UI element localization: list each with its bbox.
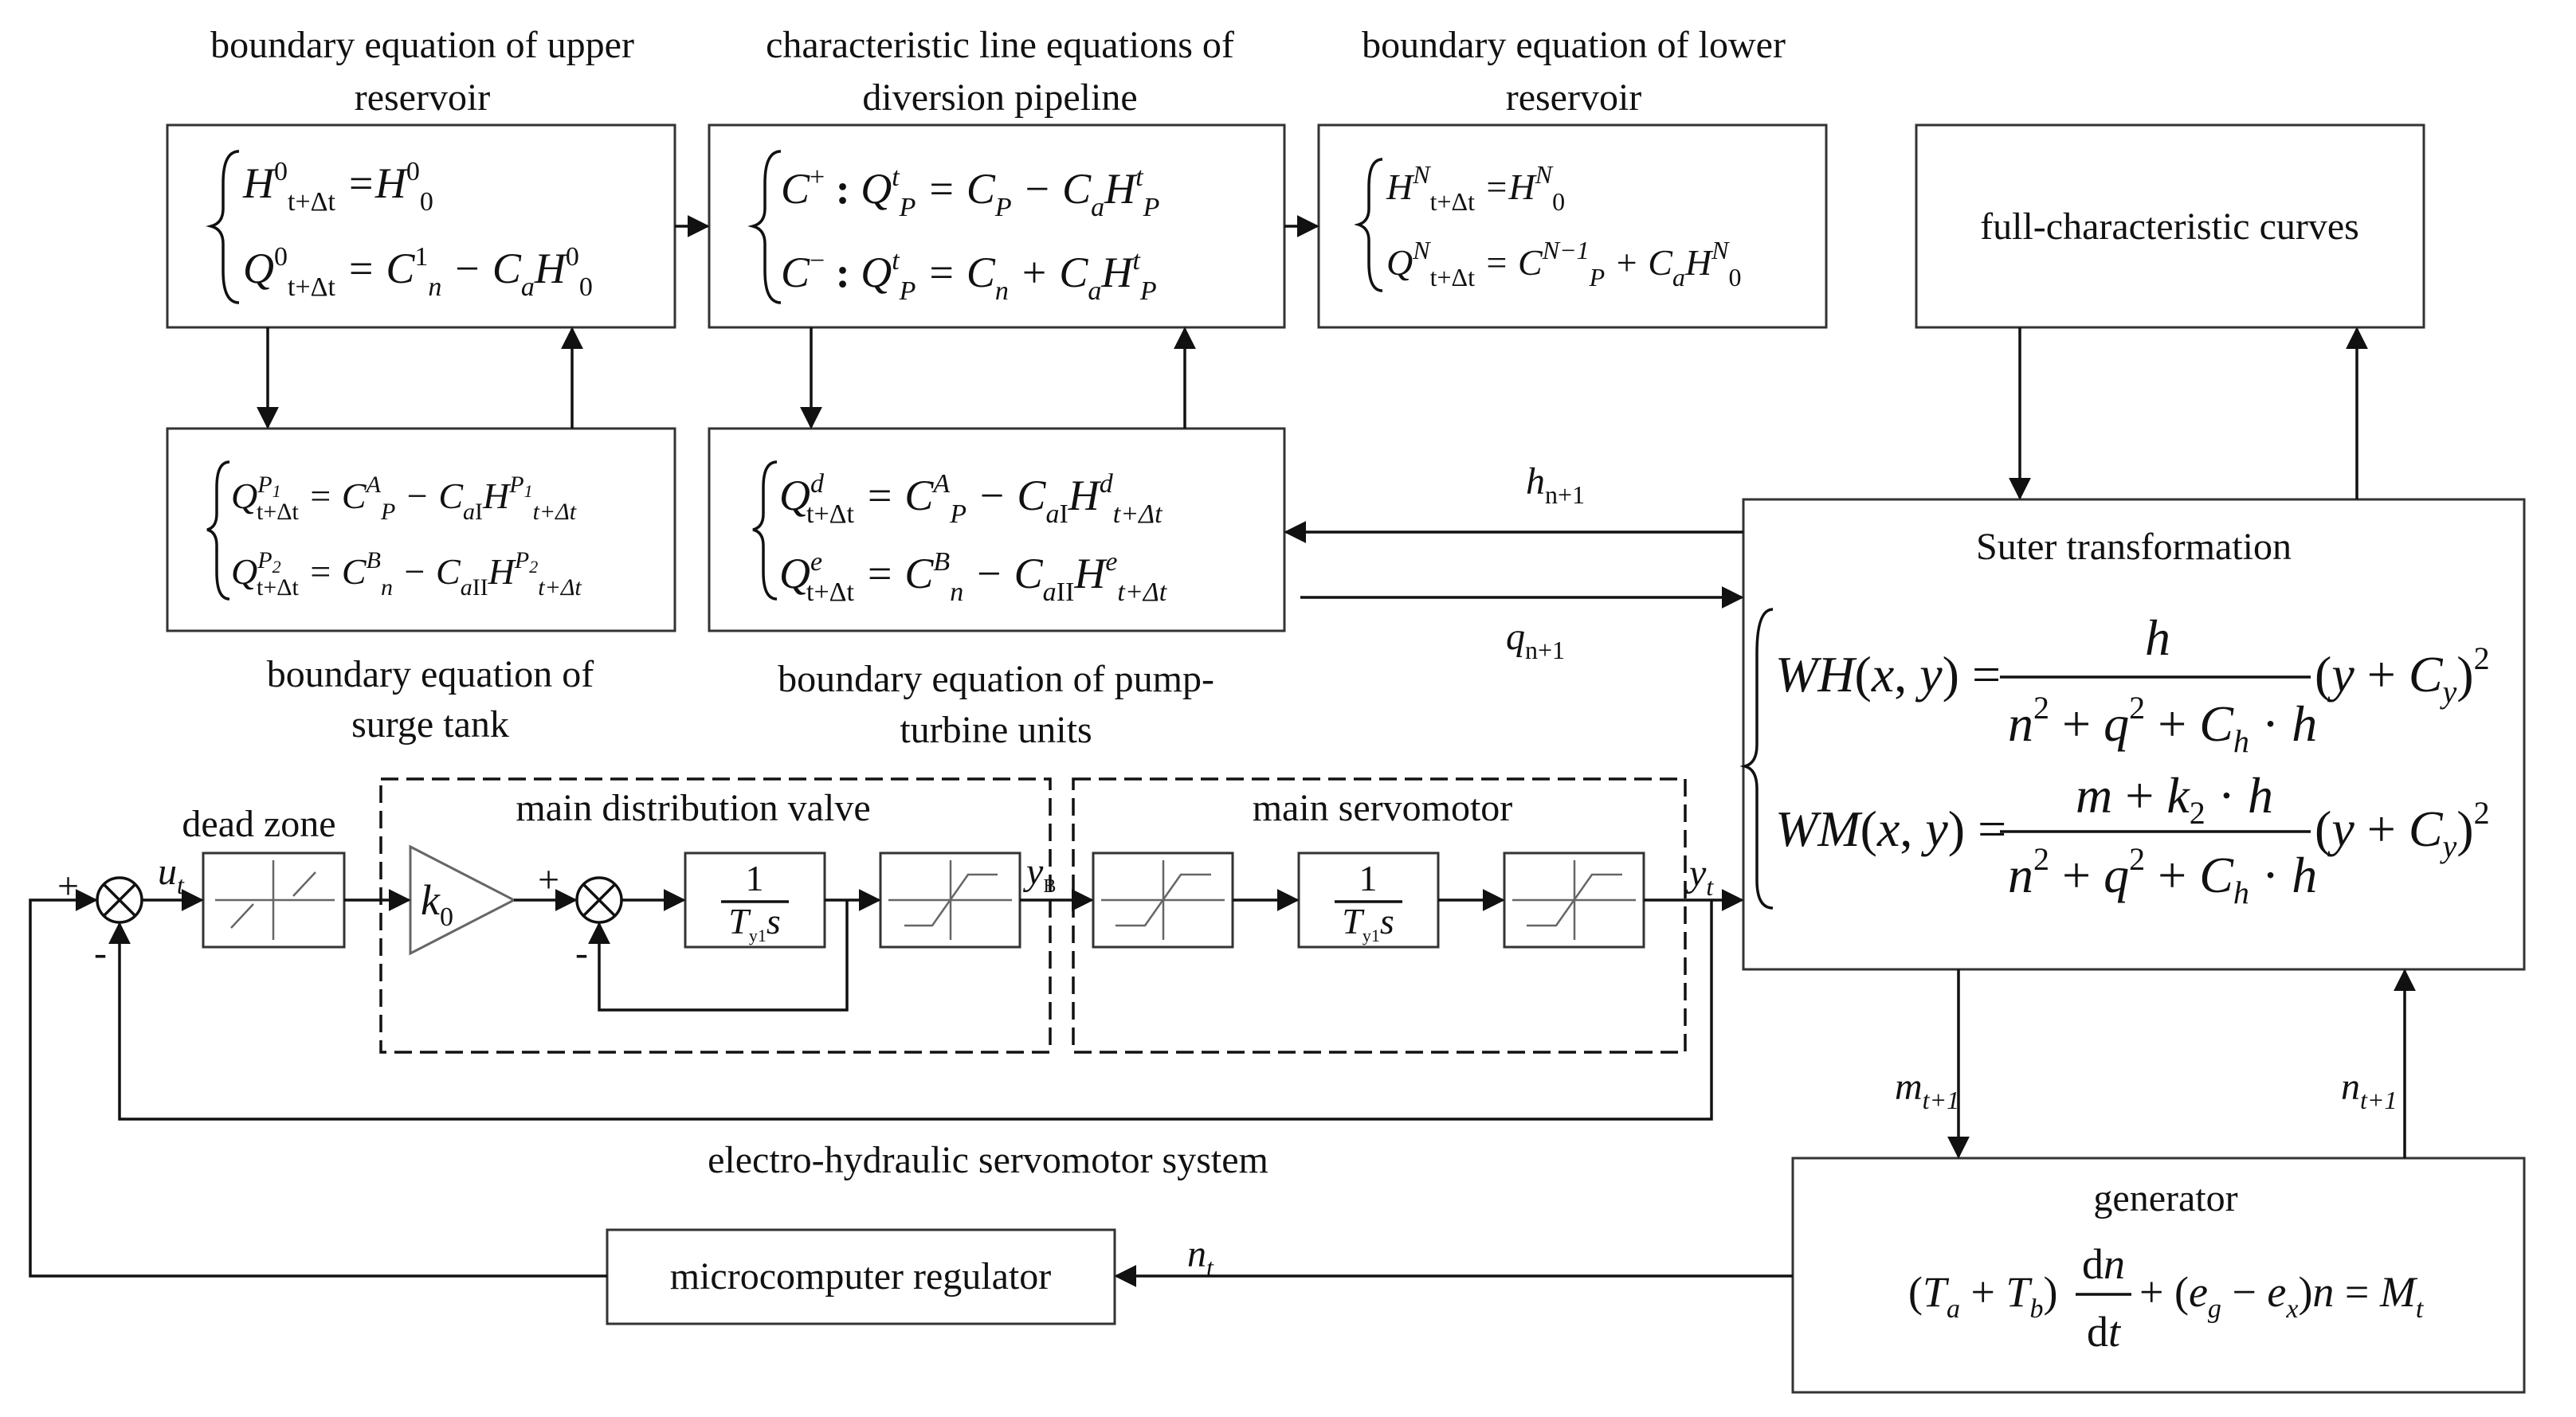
- svg-text:C− : QtP = Cn + CaHtP: C− : QtP = Cn + CaHtP: [781, 246, 1157, 306]
- integrator-2: 1 Ty1s: [1297, 851, 1440, 949]
- label-lower-reservoir-2: reservoir: [1506, 76, 1642, 119]
- label-surge-tank-1: boundary equation of: [267, 653, 594, 695]
- svg-text:dn: dn: [2082, 1240, 2125, 1288]
- label-lower-reservoir-1: boundary equation of lower: [1362, 24, 1786, 66]
- dead-zone-block: [202, 851, 346, 949]
- label-upper-reservoir-1: boundary equation of upper: [210, 24, 634, 66]
- microcomputer-label: microcomputer regulator: [670, 1255, 1051, 1298]
- saturation-block-1: [879, 851, 1021, 949]
- label-dead-zone: dead zone: [182, 803, 335, 845]
- minus-sign-2: -: [575, 932, 588, 974]
- label-pump-turbine-2: turbine units: [900, 709, 1092, 751]
- label-ehs: electro-hydraulic servomotor system: [708, 1139, 1268, 1181]
- svg-text:1: 1: [1359, 858, 1378, 898]
- svg-text:(Ta + Tb): (Ta + Tb): [1908, 1268, 2058, 1324]
- svg-text:m + k2 · h: m + k2 · h: [2076, 767, 2273, 831]
- signal-h: hn+1: [1526, 460, 1585, 509]
- svg-text:dt: dt: [2087, 1308, 2122, 1356]
- generator-box: generator (Ta + Tb) dn dt + (eg − ex)n =…: [1791, 1157, 2526, 1394]
- signal-y-b: yB: [1022, 851, 1056, 897]
- saturation-block-3: [1503, 851, 1645, 949]
- signal-u-t: ut: [158, 851, 185, 899]
- suter-box: Suter transformation WH(x, y) = h n2 + q…: [1739, 498, 2526, 971]
- main-servo-group: [1072, 777, 1687, 1054]
- label-diversion-2: diversion pipeline: [862, 76, 1137, 119]
- svg-text:Qet+Δt = CBn − CaIIHet+Δt: Qet+Δt = CBn − CaIIHet+Δt: [779, 547, 1168, 607]
- svg-text:H0t+Δt =H00: H0t+Δt =H00: [242, 157, 433, 217]
- label-main-servo: main servomotor: [1253, 787, 1513, 829]
- signal-q: qn+1: [1506, 616, 1565, 664]
- suter-label: Suter transformation: [1976, 526, 2292, 568]
- upper-reservoir-box: H0t+Δt =H00 Q0t+Δt = C1n − CaH00: [166, 123, 676, 329]
- label-upper-reservoir-2: reservoir: [355, 76, 491, 119]
- signal-m: mt+1: [1895, 1066, 1959, 1114]
- connections: [29, 215, 2416, 1287]
- microcomputer-regulator-box: microcomputer regulator: [606, 1228, 1116, 1325]
- svg-text:h: h: [2145, 609, 2170, 666]
- svg-text:WM(x, y) =: WM(x, y) =: [1775, 800, 2006, 857]
- label-pump-turbine-1: boundary equation of pump-: [778, 658, 1214, 700]
- svg-text:1: 1: [746, 858, 764, 898]
- svg-text:(y + Cy)2: (y + Cy)2: [2315, 640, 2490, 710]
- summing-junction-1: [96, 876, 143, 924]
- svg-text:n2 + q2 + Ch · h: n2 + q2 + Ch · h: [2008, 841, 2317, 910]
- plus-sign-2: +: [538, 859, 559, 901]
- full-characteristic-box: full-characteristic curves: [1915, 123, 2425, 329]
- full-characteristic-label: full-characteristic curves: [1980, 206, 2359, 248]
- main-valve-group: [379, 777, 1052, 1054]
- signal-y-t: yt: [1685, 852, 1714, 901]
- generator-label: generator: [2093, 1177, 2237, 1219]
- gain-k0: k0: [409, 844, 517, 956]
- svg-text:WH(x, y) =: WH(x, y) =: [1775, 646, 2001, 703]
- svg-text:+ (eg − ex)n = Mt: + (eg − ex)n = Mt: [2139, 1268, 2425, 1324]
- saturation-block-2: [1092, 851, 1234, 949]
- diversion-pipeline-box: C+ : QtP = CP − CaHtP C− : QtP = Cn + Ca…: [708, 123, 1286, 329]
- svg-text:Q0t+Δt = C1n − CaH00: Q0t+Δt = C1n − CaH00: [243, 242, 593, 302]
- svg-text:n2 + q2 + Ch · h: n2 + q2 + Ch · h: [2008, 690, 2317, 759]
- label-diversion-1: characteristic line equations of: [766, 24, 1234, 66]
- label-main-valve: main distribution valve: [516, 787, 870, 829]
- label-surge-tank-2: surge tank: [351, 703, 509, 746]
- k0-symbol: k0: [421, 876, 453, 932]
- lower-reservoir-box: HNt+Δt =HN0 QNt+Δt = CN−1P + CaHN0: [1317, 123, 1828, 329]
- summing-junction-2: [575, 876, 623, 924]
- signal-n-top: nt+1: [2341, 1066, 2397, 1114]
- signal-n-t: nt: [1187, 1233, 1214, 1282]
- svg-text:(y + Cy)2: (y + Cy)2: [2315, 795, 2490, 864]
- integrator-1: 1 Ty1s: [684, 851, 826, 949]
- minus-sign-1: -: [94, 932, 107, 974]
